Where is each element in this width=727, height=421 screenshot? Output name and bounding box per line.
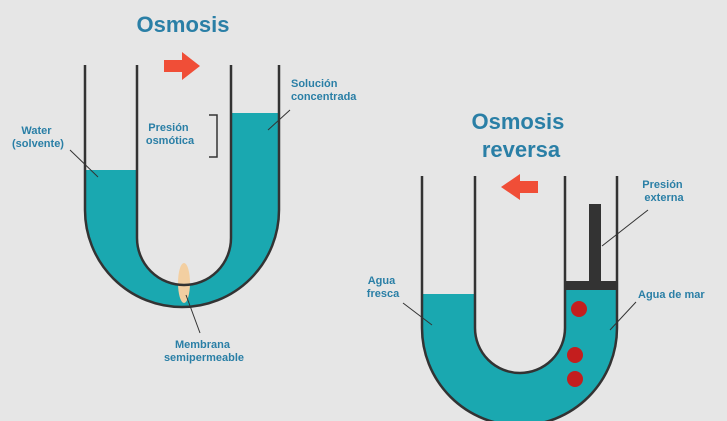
salt-particle [567, 347, 583, 363]
osmosis-panel [70, 52, 290, 333]
label-fresh-water: Agua fresca [367, 275, 400, 300]
osmosis-tube-inner [137, 65, 231, 285]
reverse-water [422, 290, 617, 421]
label-external-pressure: Presión externa [642, 179, 685, 204]
leader-external [602, 210, 648, 246]
arrow-left-icon [501, 174, 538, 200]
osmosis-title: Osmosis [137, 12, 230, 37]
label-water: Water (solvente) [12, 125, 64, 150]
reverse-tube-inner [475, 176, 565, 373]
label-membrane: Membrana semipermeable [164, 339, 244, 364]
reverse-panel [403, 174, 648, 421]
salt-particle [567, 371, 583, 387]
membrane-shape [178, 263, 190, 303]
arrow-right-icon [164, 52, 200, 80]
label-osmotic-pressure: Presión osmótica [146, 122, 195, 147]
label-sea-water: Agua de mar [638, 289, 705, 301]
piston-plate [566, 281, 616, 290]
pressure-bracket [209, 115, 217, 157]
salt-particle [571, 301, 587, 317]
label-concentrated-solution: Solución concentrada [291, 78, 357, 103]
piston-rod [589, 204, 601, 282]
reverse-title: Osmosis reversa [471, 109, 570, 162]
